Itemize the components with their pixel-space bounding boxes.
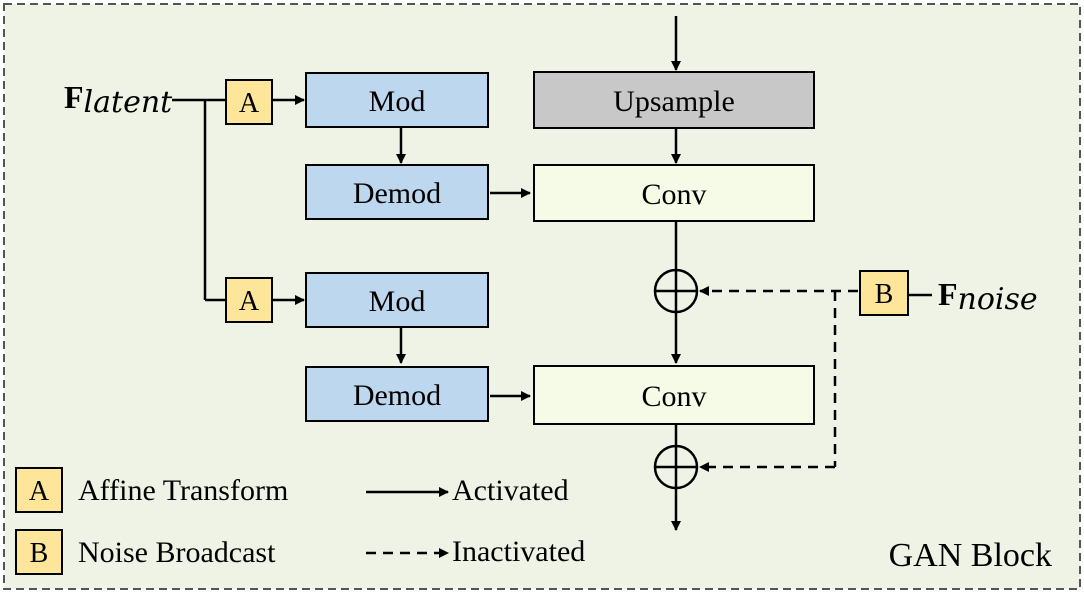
conv-box-top: Conv [533, 164, 815, 222]
svg-text:Inactivated: Inactivated [452, 535, 585, 568]
legend-inactivated: Inactivated [366, 535, 585, 568]
block-title: GAN Block [889, 537, 1052, 574]
inactivated-connections [699, 286, 932, 472]
svg-text:Noise Broadcast: Noise Broadcast [78, 536, 276, 569]
svg-text:B: B [875, 279, 894, 310]
legend-noise: B Noise Broadcast [15, 529, 276, 575]
demod-box-top: Demod [305, 164, 489, 220]
affine-tag-bottom: A [225, 277, 273, 323]
affine-tag-top: A [225, 79, 273, 125]
mod-box-top: Mod [305, 72, 489, 128]
f-noise-label: Fnoise [938, 276, 1038, 317]
mod-box-bottom: Mod [305, 272, 489, 328]
svg-text:A: A [29, 476, 50, 507]
svg-text:Demod: Demod [353, 379, 441, 412]
svg-text:Activated: Activated [452, 474, 569, 507]
svg-text:Mod: Mod [369, 85, 426, 118]
f-latent-label: Flatent [64, 79, 173, 120]
upsample-box: Upsample [533, 71, 815, 129]
activated-connections [172, 16, 681, 531]
adder-bottom [653, 444, 699, 490]
svg-text:Conv: Conv [641, 178, 706, 211]
noise-tag: B [859, 270, 909, 316]
svg-text:B: B [30, 538, 49, 569]
svg-text:Upsample: Upsample [613, 85, 735, 118]
svg-text:Mod: Mod [369, 285, 426, 318]
legend-activated: Activated [366, 474, 569, 507]
svg-text:A: A [239, 88, 260, 119]
svg-text:A: A [239, 286, 260, 317]
svg-text:Affine Transform: Affine Transform [78, 474, 288, 507]
svg-text:Conv: Conv [641, 380, 706, 413]
adder-top [653, 268, 699, 314]
legend-affine: A Affine Transform [15, 467, 288, 513]
svg-text:Demod: Demod [353, 177, 441, 210]
demod-box-bottom: Demod [305, 366, 489, 422]
conv-box-bottom: Conv [533, 365, 815, 425]
